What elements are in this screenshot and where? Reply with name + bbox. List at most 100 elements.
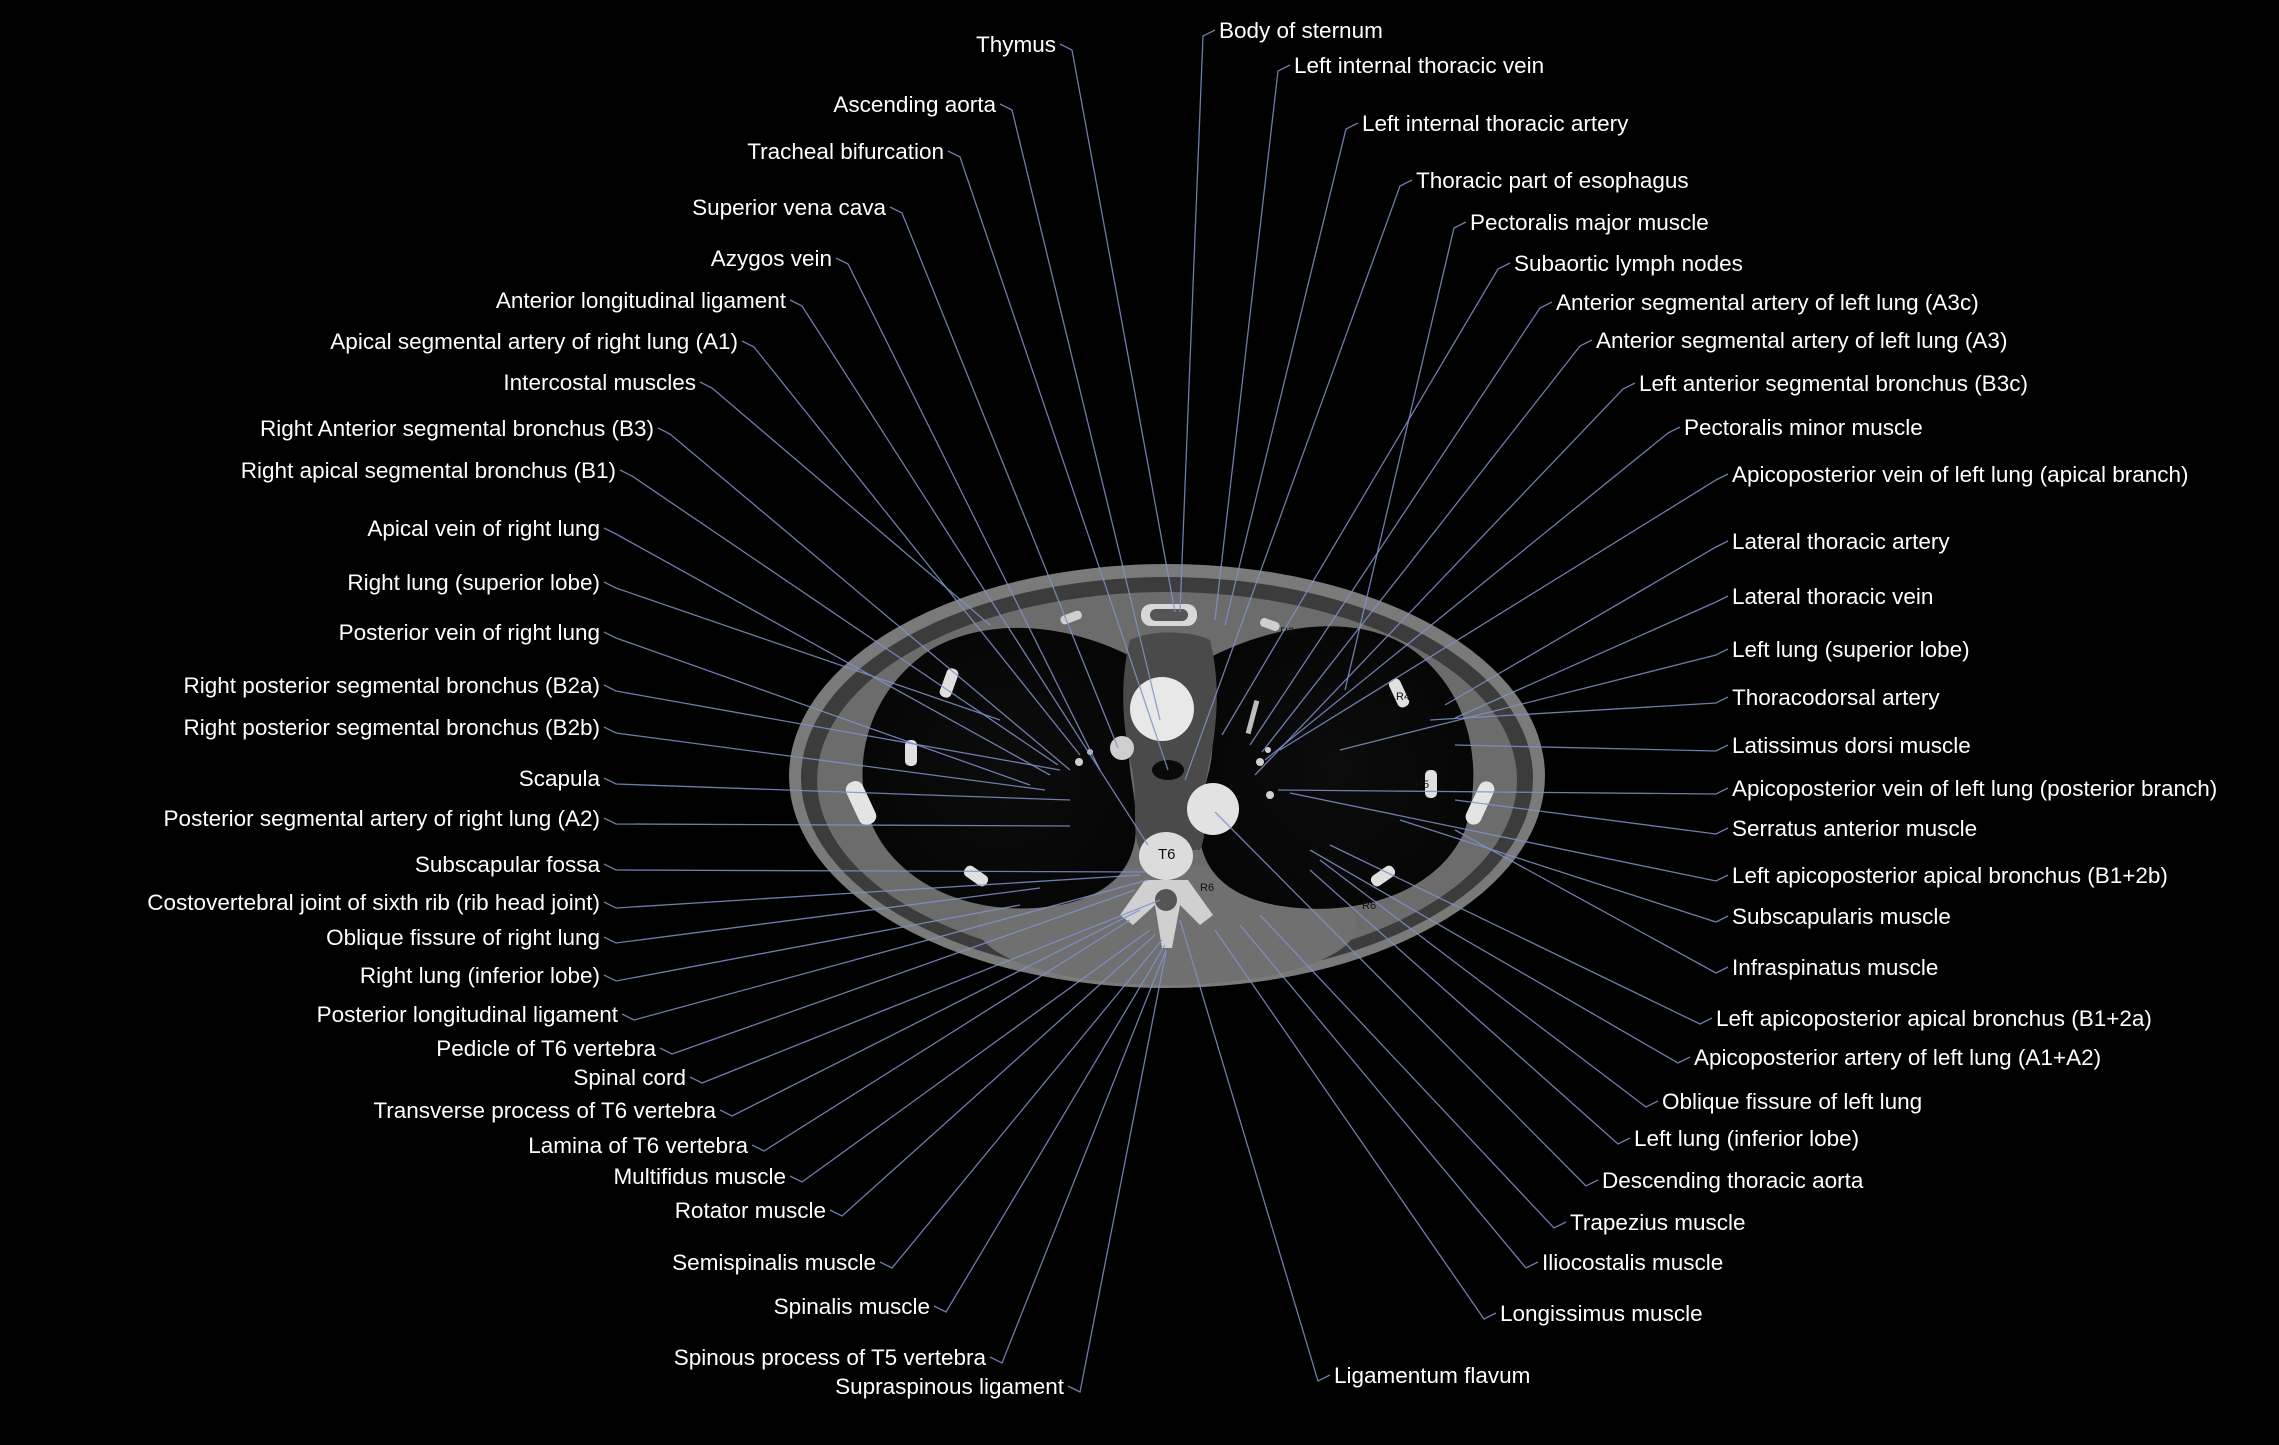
anatomy-label: Thoracic part of esophagus bbox=[1416, 168, 1689, 193]
leader-line bbox=[751, 919, 1131, 1152]
anatomy-label: Tracheal bifurcation bbox=[747, 139, 944, 164]
leader-line bbox=[603, 777, 1071, 801]
vessel-dot bbox=[1265, 747, 1271, 753]
leader-line bbox=[621, 879, 1149, 1021]
sternum-marrow bbox=[1150, 609, 1188, 621]
rib-left-1 bbox=[1260, 617, 1280, 631]
anatomy-label: Pectoralis major muscle bbox=[1470, 210, 1709, 235]
leader-line bbox=[699, 381, 991, 626]
anatomy-label: Descending thoracic aorta bbox=[1602, 1168, 1864, 1193]
leader-line bbox=[1309, 849, 1691, 1064]
anatomy-label: Body of sternum bbox=[1219, 18, 1383, 43]
leader-line bbox=[889, 206, 1119, 749]
leader-line bbox=[603, 863, 1146, 873]
leader-line bbox=[689, 899, 1161, 1084]
anatomy-label: Oblique fissure of left lung bbox=[1662, 1089, 1922, 1114]
anatomy-label: Costovertebral joint of sixth rib (rib h… bbox=[147, 890, 600, 915]
vertebra-posterior-elements bbox=[1120, 880, 1213, 948]
anatomy-label: Right apical segmental bronchus (B1) bbox=[241, 458, 616, 483]
leader-line bbox=[1224, 122, 1359, 626]
anatomy-label: Left internal thoracic vein bbox=[1294, 53, 1544, 78]
anatomy-label: Longissimus muscle bbox=[1500, 1301, 1703, 1326]
anatomy-label: Spinal cord bbox=[573, 1065, 686, 1090]
vertebra-body-shape bbox=[1139, 832, 1193, 880]
anatomy-label: Posterior segmental artery of right lung… bbox=[164, 806, 600, 831]
leader-line bbox=[1277, 787, 1729, 795]
leader-line bbox=[1261, 339, 1593, 753]
leader-line bbox=[719, 909, 1141, 1117]
anatomy-label: Right Anterior segmental bronchus (B3) bbox=[260, 416, 654, 441]
leader-line bbox=[603, 527, 1051, 776]
anatomy-label: Left lung (inferior lobe) bbox=[1634, 1126, 1859, 1151]
anatomy-label: Apicoposterior vein of left lung (apical… bbox=[1732, 462, 2189, 487]
anatomy-label: Intercostal muscles bbox=[503, 370, 696, 395]
spinal-canal bbox=[1155, 889, 1177, 911]
anatomy-label: Trapezius muscle bbox=[1570, 1210, 1745, 1235]
leader-line bbox=[659, 889, 1136, 1055]
leader-lines-left bbox=[603, 43, 1176, 1393]
anatomy-label: Ascending aorta bbox=[833, 92, 996, 117]
leader-line bbox=[789, 929, 1151, 1183]
leader-line bbox=[603, 581, 1001, 721]
leader-line bbox=[835, 257, 1101, 771]
anatomy-label: Azygos vein bbox=[711, 246, 832, 271]
anatomy-label: Subscapularis muscle bbox=[1732, 904, 1951, 929]
rib-right-1 bbox=[1060, 610, 1082, 625]
anatomy-label: Thoracodorsal artery bbox=[1732, 685, 1940, 710]
anatomy-label: Spinous process of T5 vertebra bbox=[674, 1345, 987, 1370]
leader-line bbox=[1454, 595, 1729, 719]
anatomy-label: Left lung (superior lobe) bbox=[1732, 637, 1970, 662]
leader-line bbox=[741, 340, 1081, 756]
leader-line bbox=[603, 726, 1046, 791]
anatomy-label: Apicoposterior artery of left lung (A1+A… bbox=[1694, 1045, 2101, 1070]
anatomy-label: Superior vena cava bbox=[692, 195, 886, 220]
anatomy-label: Posterior longitudinal ligament bbox=[317, 1002, 619, 1027]
anatomy-label: Posterior vein of right lung bbox=[339, 620, 600, 645]
anatomy-label: Ligamentum flavum bbox=[1334, 1363, 1530, 1388]
anatomy-label: Multifidus muscle bbox=[613, 1164, 786, 1189]
anatomy-label: Oblique fissure of right lung bbox=[326, 925, 600, 950]
leader-line bbox=[1214, 811, 1599, 1187]
anatomy-label: Right posterior segmental bronchus (B2b) bbox=[184, 715, 600, 740]
leader-line bbox=[1344, 221, 1467, 691]
leader-line bbox=[603, 684, 1061, 771]
leader-line bbox=[657, 427, 1071, 771]
leader-line bbox=[1399, 819, 1729, 923]
rib-left-2 bbox=[1388, 678, 1410, 708]
leader-line bbox=[1239, 924, 1539, 1269]
anatomy-label: Apicoposterior vein of left lung (poster… bbox=[1732, 776, 2217, 801]
leader-line bbox=[1059, 43, 1176, 613]
anatomy-label: Iliocostalis muscle bbox=[1542, 1250, 1723, 1275]
anatomy-label: Subscapular fossa bbox=[415, 852, 601, 877]
anatomy-label: Lateral thoracic artery bbox=[1732, 529, 1950, 554]
anatomy-label: Serratus anterior muscle bbox=[1732, 816, 1977, 841]
vessel-dot bbox=[1075, 758, 1083, 766]
leader-line bbox=[1309, 869, 1631, 1145]
anatomy-label: Lateral thoracic vein bbox=[1732, 584, 1933, 609]
leader-line bbox=[603, 904, 1021, 982]
rib-tag-r4: R4 bbox=[1396, 691, 1410, 703]
anatomy-label: Left apicoposterior apical bronchus (B1+… bbox=[1716, 1006, 2152, 1031]
leader-line bbox=[1454, 829, 1729, 974]
leader-line bbox=[789, 299, 1149, 846]
leader-line bbox=[1179, 29, 1216, 613]
leader-lines-right bbox=[1179, 29, 1729, 1382]
vessel-dot bbox=[1266, 791, 1274, 799]
leader-line bbox=[1179, 919, 1331, 1382]
vertebra-tag: T6 bbox=[1158, 846, 1176, 863]
rib-tag-r6-right: R6 bbox=[1200, 882, 1214, 894]
anatomy-label: Right posterior segmental bronchus (B2a) bbox=[184, 673, 600, 698]
leader-line bbox=[1319, 859, 1659, 1108]
vessel-dot bbox=[1256, 758, 1264, 766]
anatomy-label: Subaortic lymph nodes bbox=[1514, 251, 1743, 276]
anatomy-label: Infraspinatus muscle bbox=[1732, 955, 1938, 980]
rib-right-2 bbox=[939, 668, 959, 698]
leader-line bbox=[1249, 301, 1553, 746]
rib-right-3 bbox=[905, 740, 917, 766]
rib-tag-r3: R3 bbox=[1280, 626, 1294, 638]
leader-line bbox=[603, 887, 1041, 944]
anatomy-label: Transverse process of T6 vertebra bbox=[373, 1098, 716, 1123]
anatomy-label: Anterior segmental artery of left lung (… bbox=[1556, 290, 1979, 315]
leader-line bbox=[1214, 64, 1291, 621]
